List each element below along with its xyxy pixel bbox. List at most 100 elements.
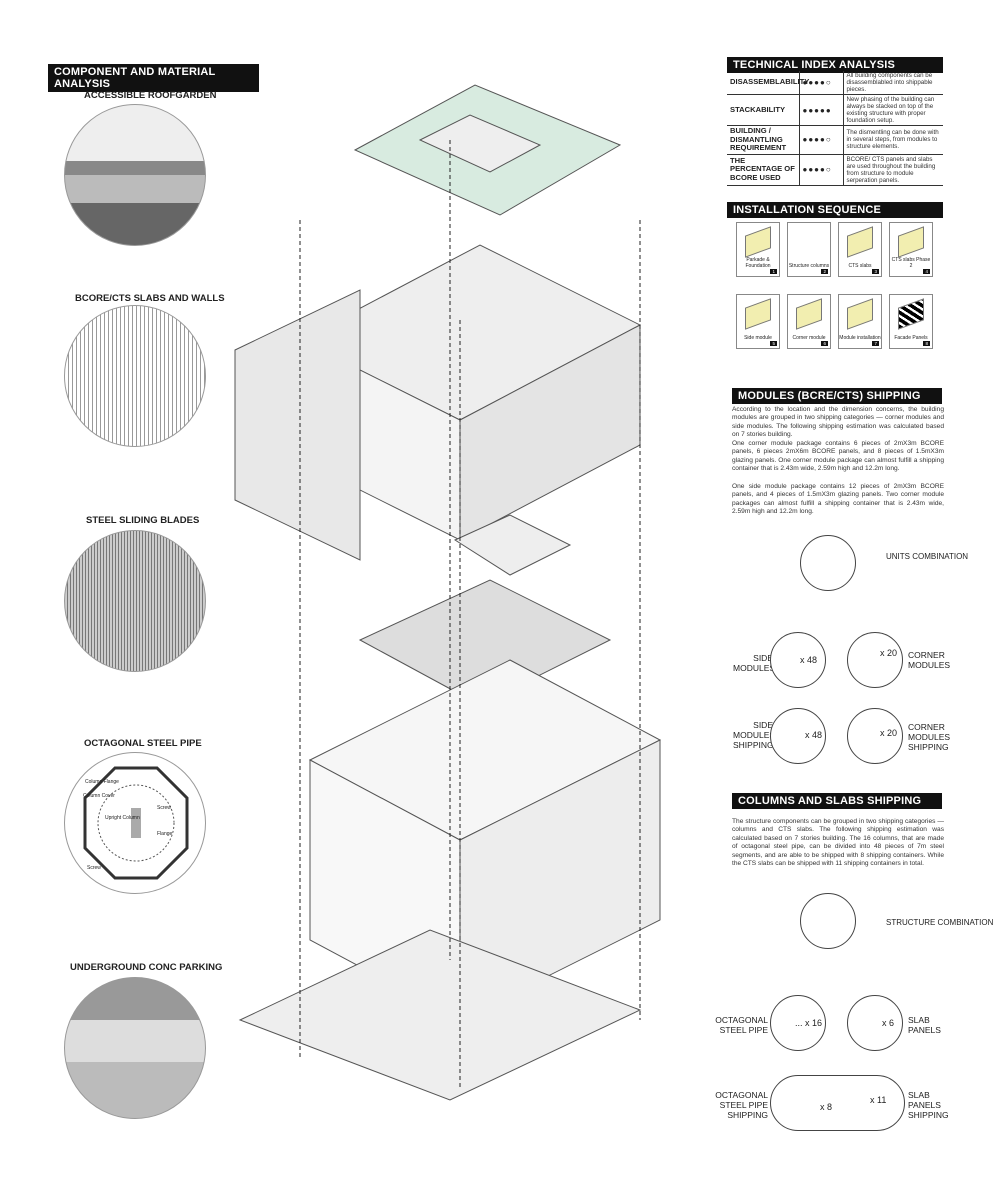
structure-combination-icon (800, 893, 856, 949)
modules-paragraph: One corner module package contains 6 pie… (732, 440, 944, 473)
octagonal-pipe-detail: Column Flange Column Cover Screw Upright… (64, 752, 206, 894)
row-key: THE PERCENTAGE OF BCORE USED (727, 154, 800, 186)
rating-dots: ●●●●○ (799, 154, 844, 186)
row-key: STACKABILITY (727, 94, 800, 126)
slab-panels-icon (847, 995, 903, 1051)
table-row: BUILDING / DISMANTLING REQUIREMENT●●●●○T… (727, 125, 943, 155)
slab-shipping-count: x 11 (870, 1095, 887, 1105)
parking-photo (64, 977, 206, 1119)
corner-shipping-icon (847, 708, 903, 764)
label-corner-shipping: CORNER MODULES SHIPPING (908, 722, 951, 752)
row-text: The dismentling can be done with in seve… (843, 125, 943, 155)
label-side-modules: SIDE MODULES (733, 653, 776, 673)
section-header-technical-index: TECHNICAL INDEX ANALYSIS (727, 57, 943, 73)
row-key: DISASSEMBLABILITY (727, 71, 809, 95)
rating-dots: ●●●●● (799, 94, 844, 126)
step-label: Structure columns (788, 263, 830, 269)
module-box (453, 514, 572, 576)
shipping-pill (770, 1075, 905, 1131)
step-number: 4 (923, 269, 930, 274)
pipe-label: Screw (157, 805, 171, 811)
step-number: 6 (821, 341, 828, 346)
step-number: 3 (872, 269, 879, 274)
label-roofgarden: ACCESSIBLE ROOFGARDEN (84, 90, 217, 101)
pipe-shipping-count: x 8 (820, 1102, 833, 1112)
label-bcore-slabs: BCORE/CTS SLABS AND WALLS (75, 293, 225, 304)
step-number: 5 (770, 341, 777, 346)
steel-pipe-icon (770, 995, 826, 1051)
label-steel-pipe: OCTAGONAL STEEL PIPE (715, 1015, 768, 1035)
pipe-label: Screw (87, 865, 101, 871)
side-shipping-icon (770, 708, 826, 764)
core-slab (358, 579, 612, 706)
exploded-axonometric-building (234, 84, 662, 1101)
label-units: UNITS COMBINATION (886, 552, 969, 561)
pipe-label: Flange (157, 831, 173, 837)
step-label: Side module (744, 335, 772, 341)
label-underground-parking: UNDERGROUND CONC PARKING (70, 962, 223, 973)
side-modules-icon (770, 632, 826, 688)
step-label: CTS slabs (848, 263, 872, 269)
roof-pavilion (418, 114, 542, 173)
table-row: THE PERCENTAGE OF BCORE USED●●●●○BCORE/ … (727, 154, 943, 186)
step-number: 2 (821, 269, 828, 274)
slab-panels-count: x 6 (882, 1018, 895, 1028)
columns-paragraph: The structure components can be grouped … (732, 818, 944, 868)
step-label: Corner module (792, 335, 826, 341)
corner-modules-icon (847, 632, 903, 688)
step-number: 1 (770, 269, 777, 274)
sliding-blades-facade (234, 289, 361, 561)
step-label: Parkade & Foundation (745, 257, 771, 269)
step-label: Facade Panels (894, 335, 928, 341)
row-text: New phasing of the building can always b… (843, 94, 943, 126)
corner-shipping-count: x 20 (880, 728, 898, 738)
step-number: 7 (872, 341, 879, 346)
modules-paragraph: According to the location and the dimens… (732, 406, 944, 439)
modules-paragraph: One side module package contains 12 piec… (732, 483, 944, 516)
label-side-shipping: SIDE MODULES SHIPPING (733, 720, 776, 750)
sliding-blades-photo (64, 530, 206, 672)
step-label: CTS slabs Phase 2 (891, 257, 931, 269)
label-corner-modules: CORNER MODULES (908, 650, 951, 670)
row-text: All building components can be disassemb… (843, 71, 943, 95)
section-header-component-analysis: COMPONENT AND MATERIAL ANALYSIS (48, 64, 259, 92)
units-combination-icon (800, 535, 856, 591)
table-row: STACKABILITY●●●●●New phasing of the buil… (727, 94, 943, 126)
label-slab-shipping: SLAB PANELS SHIPPING (908, 1090, 949, 1120)
label-octagonal-pipe: OCTAGONAL STEEL PIPE (84, 738, 202, 749)
row-key: BUILDING / DISMANTLING REQUIREMENT (727, 125, 800, 155)
corner-modules-count: x 20 (880, 648, 898, 658)
step-number: 8 (923, 341, 930, 346)
label-sliding-blades: STEEL SLIDING BLADES (86, 515, 200, 526)
table-row: DISASSEMBLABILITY●●●●○All building compo… (727, 71, 943, 95)
bcore-slabs-photo (64, 305, 206, 447)
section-header-modules-shipping: MODULES (BCRE/CTS) SHIPPING (732, 388, 942, 404)
label-slab-panels: SLAB PANELS (908, 1015, 941, 1035)
side-modules-count: x 48 (800, 655, 818, 665)
parking-slab (238, 929, 642, 1101)
pipe-label: Upright Column (105, 815, 140, 821)
pipe-label: Column Cover (83, 793, 115, 799)
rating-dots: ●●●●○ (799, 125, 844, 155)
roofgarden-photo (64, 104, 206, 246)
steel-pipe-count: ... x 16 (795, 1018, 823, 1028)
pipe-label: Column Flange (85, 779, 119, 785)
side-shipping-count: x 48 (805, 730, 823, 740)
rating-dots: ●●●●○ (799, 71, 844, 95)
step-label: Module installation (839, 335, 881, 341)
section-header-columns-shipping: COLUMNS AND SLABS SHIPPING (732, 793, 942, 809)
technical-index-table: DISASSEMBLABILITY●●●●○All building compo… (727, 71, 943, 186)
row-text: BCORE/ CTS panels and slabs are used thr… (843, 154, 943, 186)
octagon-section-drawing (83, 766, 189, 880)
section-header-installation: INSTALLATION SEQUENCE (727, 202, 943, 218)
label-pipe-shipping: OCTAGONAL STEEL PIPE SHIPPING (715, 1090, 768, 1120)
label-structure: STRUCTURE COMBINATION (886, 918, 994, 927)
